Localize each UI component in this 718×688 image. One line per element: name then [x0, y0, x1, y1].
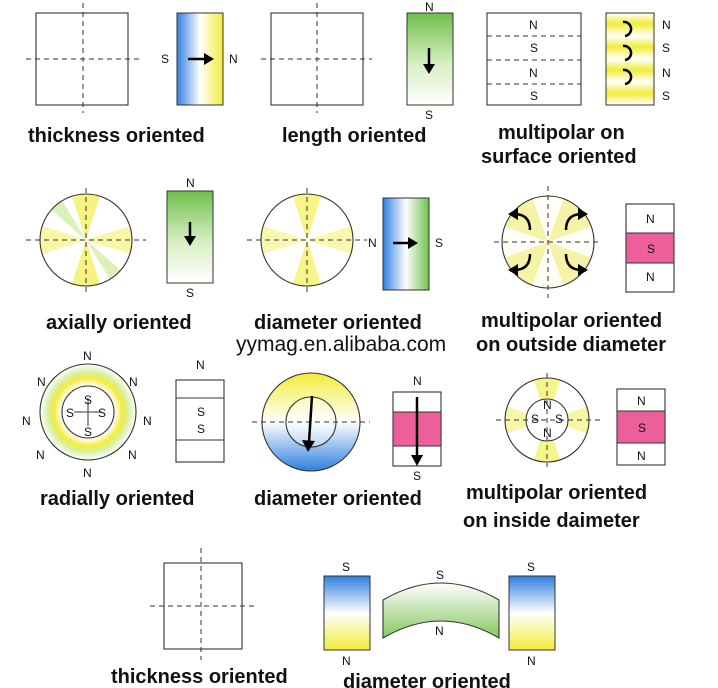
pole-label: S	[530, 41, 538, 55]
caption-length-oriented: length oriented	[282, 125, 426, 147]
pole-label: N	[435, 624, 444, 638]
caption-thickness-oriented-bottom: thickness oriented	[111, 666, 288, 688]
pole-label: N	[637, 394, 646, 408]
pole-label: S	[98, 406, 106, 420]
pole-label: S	[555, 412, 563, 426]
pole-label: S	[425, 108, 433, 122]
pole-label: N	[128, 448, 137, 462]
caption-radially-oriented: radially oriented	[40, 488, 195, 510]
pole-label: N	[129, 375, 138, 389]
pole-label: S	[436, 568, 444, 582]
axially-oriented-magnet: N S	[166, 176, 214, 300]
pole-label: S	[662, 41, 670, 55]
radially-oriented-magnet: N S S	[175, 358, 225, 463]
pole-label: N	[229, 52, 238, 66]
pole-label: N	[83, 466, 92, 480]
thickness-oriented-square	[26, 3, 139, 113]
arc-segment-left-magnet: S N	[323, 560, 371, 668]
diameter-oriented-disc	[247, 188, 367, 292]
pole-label: N	[529, 18, 538, 32]
caption-multipolar-surface: multipolar on	[498, 122, 625, 144]
caption-axially-oriented: axially oriented	[46, 312, 192, 334]
pole-label: N	[637, 449, 646, 463]
pole-label: S	[197, 405, 205, 419]
caption-diameter-oriented-ring: diameter oriented	[254, 488, 422, 510]
axially-oriented-disc	[26, 188, 146, 292]
pole-label: S	[342, 560, 350, 574]
pole-label: N	[425, 0, 434, 14]
caption-multipolar-inside: on inside daimeter	[463, 510, 640, 532]
pole-label: N	[342, 654, 351, 668]
length-oriented-square	[261, 3, 372, 113]
pole-label: N	[529, 66, 538, 80]
pole-label: S	[531, 412, 539, 426]
pole-label: N	[646, 212, 655, 226]
length-oriented-magnet: N S	[406, 0, 454, 122]
multipolar-surface-square: N S N S	[486, 12, 582, 106]
multipolar-surface-magnet: N S N S	[605, 12, 671, 106]
caption-thickness-oriented: thickness oriented	[28, 125, 205, 147]
pole-label: S	[638, 421, 646, 435]
diameter-oriented-ring-magnet: N S	[392, 374, 442, 483]
multipolar-outside-disc	[494, 186, 602, 298]
pole-label: N	[543, 426, 552, 440]
pole-label: N	[186, 176, 195, 190]
pole-label: N	[22, 414, 31, 428]
pole-label: S	[662, 89, 670, 103]
pole-label: S	[527, 560, 535, 574]
pole-label: S	[161, 52, 169, 66]
arc-segment-right-magnet: S N	[508, 560, 556, 668]
pole-label: N	[662, 66, 671, 80]
pole-label: N	[543, 398, 552, 412]
pole-label: N	[143, 414, 152, 428]
pole-label: N	[36, 448, 45, 462]
caption-multipolar-outside: multipolar oriented	[481, 310, 662, 332]
caption-multipolar-outside: on outside diameter	[476, 334, 666, 356]
pole-label: S	[84, 393, 92, 407]
pole-label: N	[83, 349, 92, 363]
pole-label: S	[435, 236, 443, 250]
diameter-oriented-magnet: N S	[368, 197, 443, 291]
pole-label: N	[196, 358, 205, 372]
pole-label: S	[413, 469, 421, 483]
pole-label: N	[37, 375, 46, 389]
pole-label: S	[647, 242, 655, 256]
caption-multipolar-surface: surface oriented	[481, 146, 637, 168]
pole-label: S	[530, 89, 538, 103]
pole-label: S	[186, 286, 194, 300]
pole-label: N	[368, 236, 377, 250]
caption-multipolar-inside: multipolar oriented	[466, 482, 647, 504]
radially-oriented-ring: S S S S N N N N N N N N	[22, 349, 152, 480]
caption-diameter-oriented: diameter oriented	[254, 312, 422, 334]
multipolar-outside-magnet: N S N	[625, 203, 675, 293]
arc-segment-magnet: S N	[382, 568, 500, 639]
pole-label: S	[66, 406, 74, 420]
pole-label: S	[84, 425, 92, 439]
pole-label: N	[662, 18, 671, 32]
thickness-oriented-square-bottom	[150, 548, 254, 660]
thickness-oriented-magnet: S N	[161, 12, 238, 106]
pole-label: N	[646, 270, 655, 284]
pole-label: N	[527, 654, 536, 668]
diameter-oriented-ring	[252, 372, 370, 472]
pole-label: S	[197, 422, 205, 436]
multipolar-inside-magnet: N S N	[616, 388, 666, 466]
watermark: yymag.en.alibaba.com	[236, 333, 446, 356]
caption-diameter-oriented-arc: diameter oriented	[343, 671, 511, 688]
pole-label: N	[413, 374, 422, 388]
multipolar-inside-ring: N S S N	[496, 373, 600, 467]
